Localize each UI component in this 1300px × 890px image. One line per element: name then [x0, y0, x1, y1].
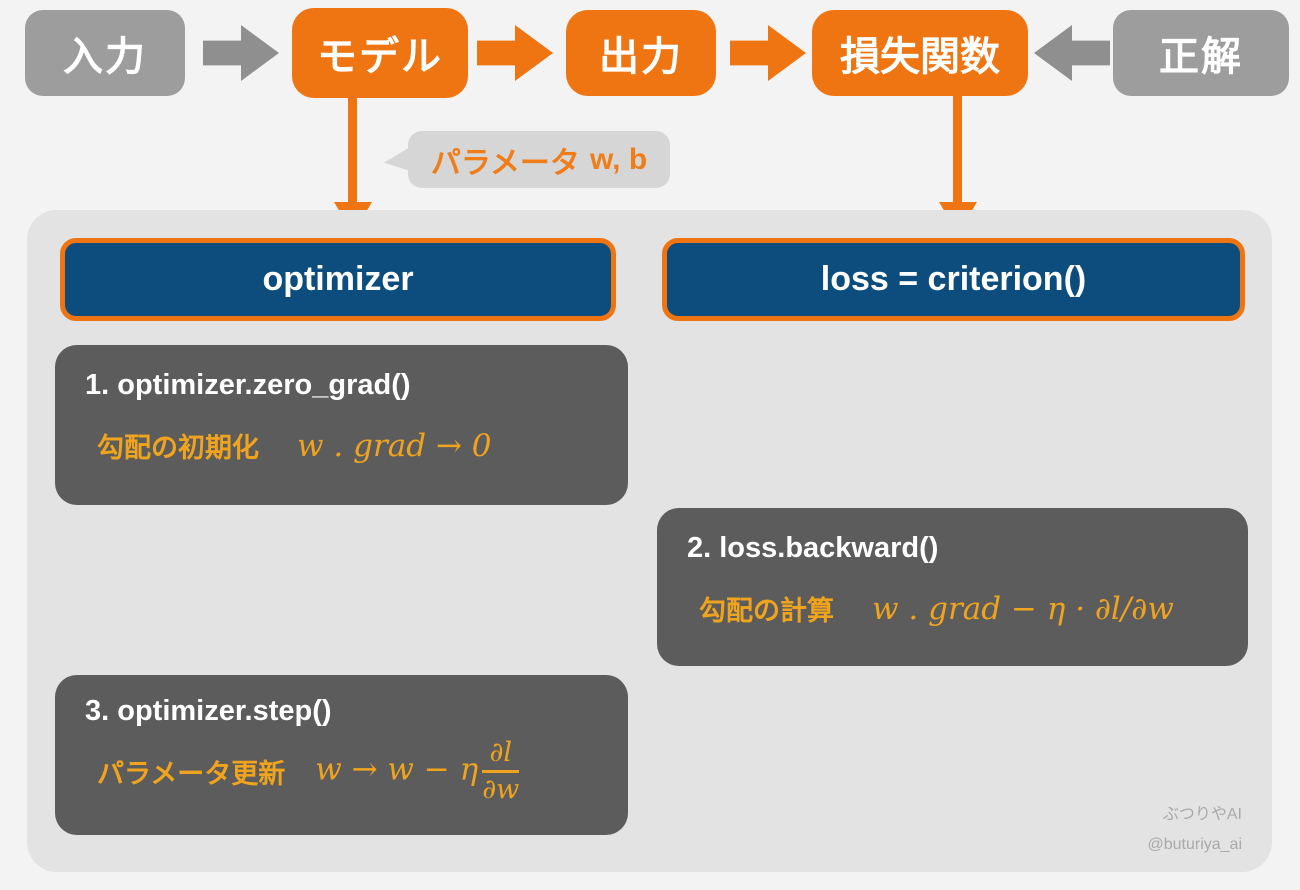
step-caption: パラメータ更新 [97, 758, 286, 789]
fraction: ∂l∂w [482, 738, 520, 805]
flow-node-model-label: モデル [317, 35, 443, 79]
step-detail-row: 勾配の計算 w . grad − η · ∂l/∂w [687, 589, 1218, 628]
step-detail-row: パラメータ更新 w → w − η∂l∂w [85, 738, 598, 804]
credit-name: ぶつりやAI [1162, 806, 1242, 823]
step-title: 2. loss.backward() [687, 532, 939, 564]
flow-node-input: 入力 [25, 10, 185, 96]
step-formula: w → w − η∂l∂w [315, 738, 520, 805]
connector-line-loss [953, 96, 962, 206]
flow-node-answer-label: 正解 [1159, 35, 1243, 79]
loss-criterion-header-label: loss = criterion() [820, 260, 1087, 298]
connector-line-model [348, 96, 357, 206]
step-box-backward: 2. loss.backward() 勾配の計算 w . grad − η · … [657, 508, 1248, 666]
flow-node-output-label: 出力 [599, 35, 683, 79]
step-formula: w . grad → 0 [297, 427, 492, 464]
fraction-denominator: ∂w [482, 773, 520, 805]
flow-node-output: 出力 [566, 10, 716, 96]
flow-node-loss-function-label: 損失関数 [840, 35, 1000, 79]
step-caption: 勾配の初期化 [97, 433, 259, 463]
step-title: 1. optimizer.zero_grad() [85, 369, 411, 401]
step-detail-row: 勾配の初期化 w . grad → 0 [85, 426, 598, 465]
parameter-bubble-vars: w, b [589, 142, 648, 176]
fraction-numerator: ∂l [482, 738, 520, 773]
step-caption: 勾配の計算 [699, 596, 834, 626]
parameter-bubble-label: パラメータ [430, 146, 580, 180]
author-credit: ぶつりやAI @buturiya_ai [1147, 800, 1242, 861]
loss-criterion-header: loss = criterion() [662, 238, 1245, 321]
flow-arrow-left-icon [1034, 25, 1110, 81]
optimizer-header: optimizer [60, 238, 616, 321]
step-formula: w . grad − η · ∂l/∂w [872, 590, 1174, 627]
flow-node-model: モデル [292, 8, 468, 98]
flow-arrow-right-icon [730, 25, 806, 81]
flow-arrow-right-icon [203, 25, 279, 81]
step-box-step: 3. optimizer.step() パラメータ更新 w → w − η∂l∂… [55, 675, 628, 835]
flow-node-answer: 正解 [1113, 10, 1289, 96]
optimizer-header-label: optimizer [262, 260, 414, 298]
credit-handle: @buturiya_ai [1147, 836, 1242, 854]
flow-node-loss-function: 損失関数 [812, 10, 1028, 96]
parameter-bubble: パラメータ w, b [384, 131, 670, 188]
step-box-zero-grad: 1. optimizer.zero_grad() 勾配の初期化 w . grad… [55, 345, 628, 505]
step-title: 3. optimizer.step() [85, 695, 332, 727]
step-formula-pre: w → w − η [315, 751, 479, 788]
flow-node-input-label: 入力 [63, 35, 147, 79]
flow-arrow-right-icon [477, 25, 553, 81]
bubble-tail-icon [384, 147, 410, 171]
